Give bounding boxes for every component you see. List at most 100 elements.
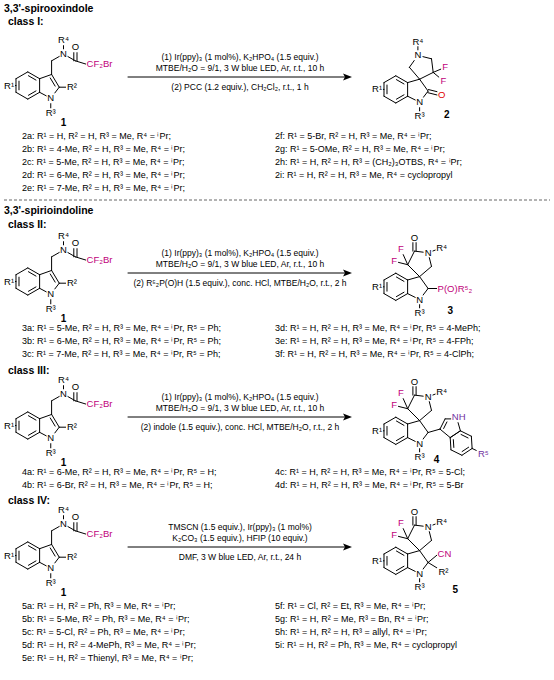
reaction-condition: (2) R⁵₂P(O)H (1.5 equiv.), conc. HCl, MT… (133, 279, 346, 288)
bond-line (16, 268, 28, 275)
bond-line (407, 554, 408, 568)
bond-line (420, 410, 432, 420)
bond-line (444, 422, 447, 429)
atom-label: R¹ (3, 551, 15, 561)
atom-label: R³ (414, 582, 426, 592)
atom-label: F (441, 63, 449, 73)
bond-line (16, 72, 28, 79)
compound-number: 1 (61, 118, 67, 128)
atom-label: R² (66, 552, 78, 562)
compound-list: 2e: R¹ = 7-Me, R² = H, R³ = Me, R⁴ = ⁱPr… (22, 184, 185, 193)
bond-line (18, 551, 19, 560)
bond-line (28, 546, 36, 550)
atom-label: R⁵ (477, 449, 490, 459)
bond-line (16, 288, 28, 295)
bond-line (461, 434, 468, 437)
compound-number: 3 (447, 306, 453, 316)
bond-line (462, 447, 469, 451)
bond-line (408, 265, 420, 277)
bond-line (420, 266, 432, 276)
atom-label: F (397, 389, 405, 399)
bond-line (420, 540, 432, 550)
bond-line (408, 277, 420, 280)
atom-label: N (46, 290, 55, 300)
atom-label: R⁴ (435, 387, 448, 397)
bond-line (396, 294, 408, 301)
atom-label: R¹ (371, 85, 383, 95)
bond-line (52, 74, 60, 87)
bond-line (408, 421, 420, 424)
bond-line (384, 273, 396, 280)
reaction-condition: (2) PCC (1.2 equiv.), CH₂Cl₂, r.t., 1 h (171, 83, 308, 92)
atom-label: CF₂Br (86, 530, 114, 540)
atom-label: R² (437, 567, 449, 577)
atom-label: R² (66, 82, 78, 92)
bond-line (432, 59, 434, 73)
bond-line (51, 257, 52, 271)
bond-line (396, 80, 404, 84)
bond-line (408, 251, 415, 265)
arrow-head (343, 74, 352, 81)
compound-number: 1 (61, 314, 67, 324)
bond-line (50, 548, 55, 556)
bond-line (409, 67, 419, 79)
bond-line (16, 562, 28, 569)
bond-line (16, 542, 28, 549)
atom-label: N (46, 564, 55, 574)
bond-line (396, 273, 408, 280)
bond-line (453, 440, 454, 448)
compound-list: 2g: R¹ = 5-OMe, R² = H, R³ = Me, R⁴ = ⁱP… (275, 145, 445, 154)
bond-line (396, 292, 404, 296)
bond-line (396, 96, 408, 103)
bond-line (428, 429, 440, 432)
atom-label: R⁴ (435, 243, 448, 253)
atom-label: R¹ (3, 277, 15, 287)
compound-number: 2 (444, 110, 450, 120)
compound-list: 3d: R¹ = H, R² = H, R³ = Me, R⁴ = ⁱPr, R… (275, 324, 480, 333)
bond-line (420, 277, 429, 289)
bond-line (384, 417, 396, 424)
bond-line (408, 551, 420, 554)
atom-label: N (59, 389, 68, 399)
bond-line (28, 431, 36, 435)
atom-label: O (71, 43, 80, 53)
bond-line (420, 79, 429, 91)
atom-label: P(O)R⁵₂ (437, 284, 474, 294)
atom-label: R¹ (3, 81, 15, 91)
bond-line (396, 566, 404, 570)
compound-number: 4 (434, 455, 440, 465)
atom-label: O (437, 90, 446, 100)
atom-label: R³ (45, 304, 57, 314)
bond-line (39, 419, 40, 433)
class-label: class IV: (8, 495, 50, 506)
atom-label: R¹ (371, 282, 383, 292)
bond-line (51, 61, 52, 75)
reaction-arrow (128, 273, 346, 274)
atom-label: R² (66, 278, 78, 288)
bond-line (28, 92, 40, 99)
bond-line (52, 270, 60, 283)
compound-list: 3b: R¹ = 6-Me, R² = H, R³ = Me, R⁴ = ⁱPr… (22, 337, 221, 346)
bond-line (420, 421, 429, 433)
bond-line (28, 412, 40, 419)
atom-label: N (415, 295, 424, 305)
arrow-head (343, 270, 352, 277)
bond-line (18, 81, 19, 90)
compound-number: 5 (453, 585, 459, 595)
compound-list: 4c: R¹ = H, R² = H, R³ = Me, R⁴ = ⁱPr, R… (275, 468, 465, 477)
bond-line (28, 72, 40, 79)
bond-line (407, 424, 408, 438)
compound-list: 2c: R¹ = 5-Me, R² = H, R³ = Me, R⁴ = ⁱPr… (22, 158, 184, 167)
atom-label: R¹ (3, 421, 15, 431)
reaction-condition: (1) Ir(ppy)₃ (1 mol%), K₂HPO₄ (1.5 equiv… (162, 393, 319, 402)
atom-label: N (424, 248, 433, 258)
atom-label: CN (437, 549, 453, 559)
atom-label: R² (66, 422, 78, 432)
bond-line (28, 91, 36, 95)
compound-list: 5h: R¹ = H, R² = H, R³ = allyl, R⁴ = ⁱPr… (275, 628, 427, 637)
bond-line (16, 432, 28, 439)
atom-label: R⁴ (435, 517, 448, 527)
atom-label: N (415, 569, 424, 579)
atom-label: N (59, 245, 68, 255)
